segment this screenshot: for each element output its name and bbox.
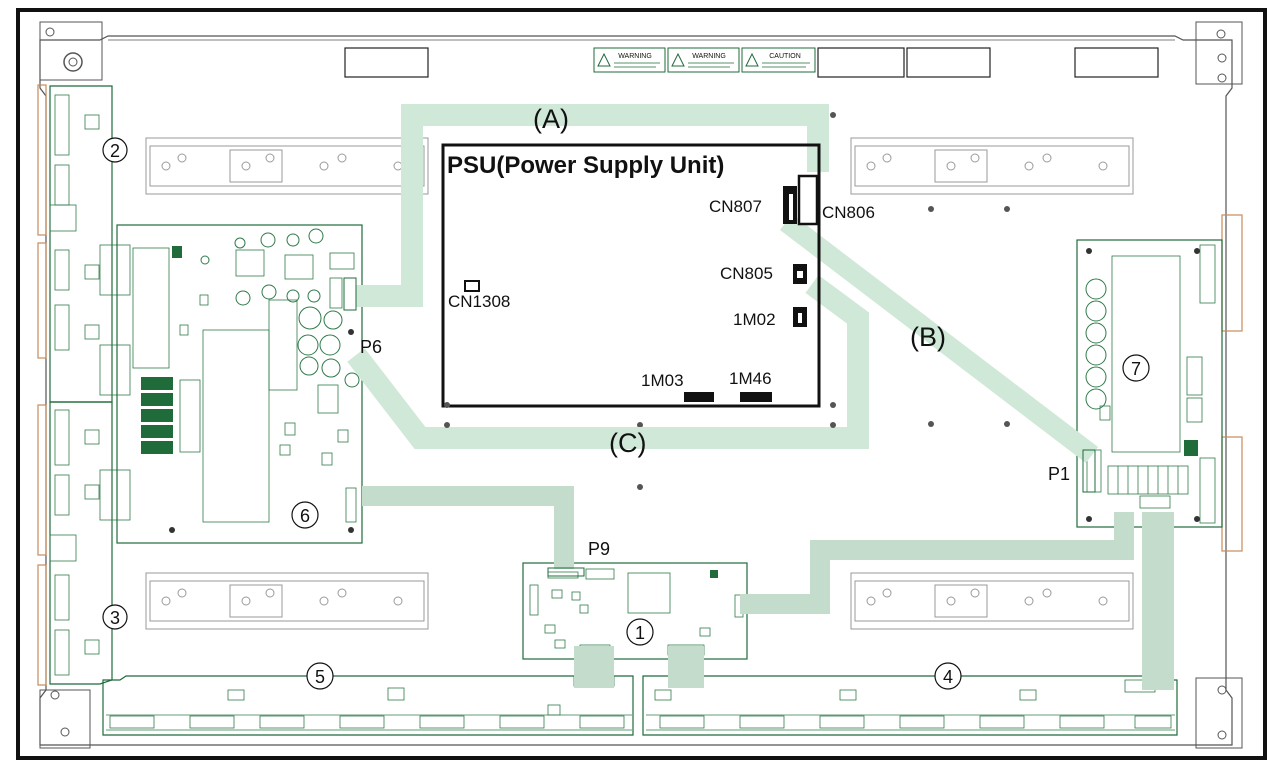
corner-bracket-top-left: [39, 21, 103, 81]
cable-p9-lvds: [362, 486, 574, 569]
corner-bracket-bottom-left: [39, 689, 91, 749]
top-label-box-3: [906, 47, 991, 78]
psu-title: PSU(Power Supply Unit): [447, 152, 724, 179]
cable-a: [356, 104, 829, 307]
corner-bracket-top-right: [1195, 21, 1243, 85]
board-4-x-buffer-right: [642, 675, 1178, 736]
cable-board1-to-board5: [574, 646, 614, 688]
rail-top-right: [850, 137, 1134, 195]
board-3-label: 3: [110, 608, 120, 628]
p6-connector: [343, 277, 357, 311]
board-3-y-buffer-lower: [49, 401, 131, 685]
cable-a-path: [356, 104, 829, 307]
p1-connector: [1082, 449, 1096, 493]
port-p9-label: P9: [588, 539, 610, 559]
board-1-number: 1: [626, 618, 654, 646]
warning-sticker-1-text: WARNING: [618, 53, 652, 60]
rail-bottom-left: [145, 572, 429, 630]
board-5-x-buffer-left: [102, 675, 634, 736]
board-7-label: 7: [1131, 359, 1141, 379]
1m46-connector: [740, 392, 772, 402]
top-label-box-4: [1074, 47, 1159, 78]
board-5-number: 5: [306, 662, 334, 690]
cable-control-to-board7: [740, 512, 1134, 614]
port-p1-label: P1: [1048, 464, 1070, 484]
board-2-y-buffer-upper: [49, 85, 131, 403]
cn1308-label: CN1308: [448, 292, 510, 311]
top-label-box-1: [344, 47, 429, 78]
board-4-label: 4: [943, 667, 953, 687]
warning-sticker-3-text: CAUTION: [769, 53, 801, 60]
corner-bracket-bottom-right: [1195, 677, 1243, 749]
cable-c-path: [347, 275, 869, 449]
cn805-label: CN805: [720, 264, 773, 283]
cable-b-label: (B): [910, 322, 946, 352]
board-5-label: 5: [315, 667, 325, 687]
right-edge-tabs: [1221, 214, 1243, 552]
cable-p9-path: [362, 486, 574, 569]
1m03-label: 1M03: [641, 371, 684, 390]
board-2-number: 2: [102, 137, 128, 163]
ffc-board1-board5: [574, 646, 614, 688]
top-label-box-2: [817, 47, 905, 78]
board-7-z-sustain: [1076, 239, 1223, 528]
1m46-label: 1M46: [729, 369, 772, 388]
rail-top-left: [145, 137, 429, 195]
p9-connector: [547, 567, 585, 577]
cn806-label: CN806: [822, 203, 875, 222]
1m02-label: 1M02: [733, 310, 776, 329]
left-edge-tabs: [37, 84, 47, 686]
cable-a-label: (A): [533, 104, 569, 134]
warning-sticker-1: WARNING: [593, 47, 666, 73]
psu-outline: [441, 143, 821, 408]
cable-c-label: (C): [609, 428, 646, 458]
psu-board: PSU(Power Supply Unit) CN807 CN806 CN805…: [441, 143, 875, 428]
cn1308-connector: [464, 280, 480, 292]
cable-board1-to-board4: [668, 646, 704, 688]
board-1-label: 1: [635, 623, 645, 643]
cable-b: [779, 214, 1099, 463]
board-6-label: 6: [300, 506, 310, 526]
ffc-board1-board4: [668, 646, 704, 688]
board-7-number: 7: [1122, 354, 1150, 382]
cn807-label: CN807: [709, 197, 762, 216]
port-p6-label: P6: [360, 337, 382, 357]
outer-frame: [16, 8, 1267, 760]
cable-b-path: [779, 214, 1099, 463]
board-4-number: 4: [934, 662, 962, 690]
warning-sticker-3: CAUTION: [741, 47, 816, 73]
board-6-number: 6: [291, 501, 319, 529]
chassis-screws: [637, 112, 1010, 490]
rail-bottom-right: [850, 572, 1134, 630]
board-2-label: 2: [110, 141, 120, 161]
cn806-connector: [797, 174, 819, 226]
cable-c: [347, 275, 869, 449]
board-6-y-sustain: [116, 224, 363, 544]
mounting-rails: [145, 137, 1134, 630]
cable-ctrl-b7-path: [740, 512, 1134, 614]
1m03-connector: [684, 392, 714, 402]
warning-sticker-2-text: WARNING: [692, 53, 726, 60]
warning-sticker-2: WARNING: [667, 47, 740, 73]
board-3-number: 3: [102, 604, 128, 630]
